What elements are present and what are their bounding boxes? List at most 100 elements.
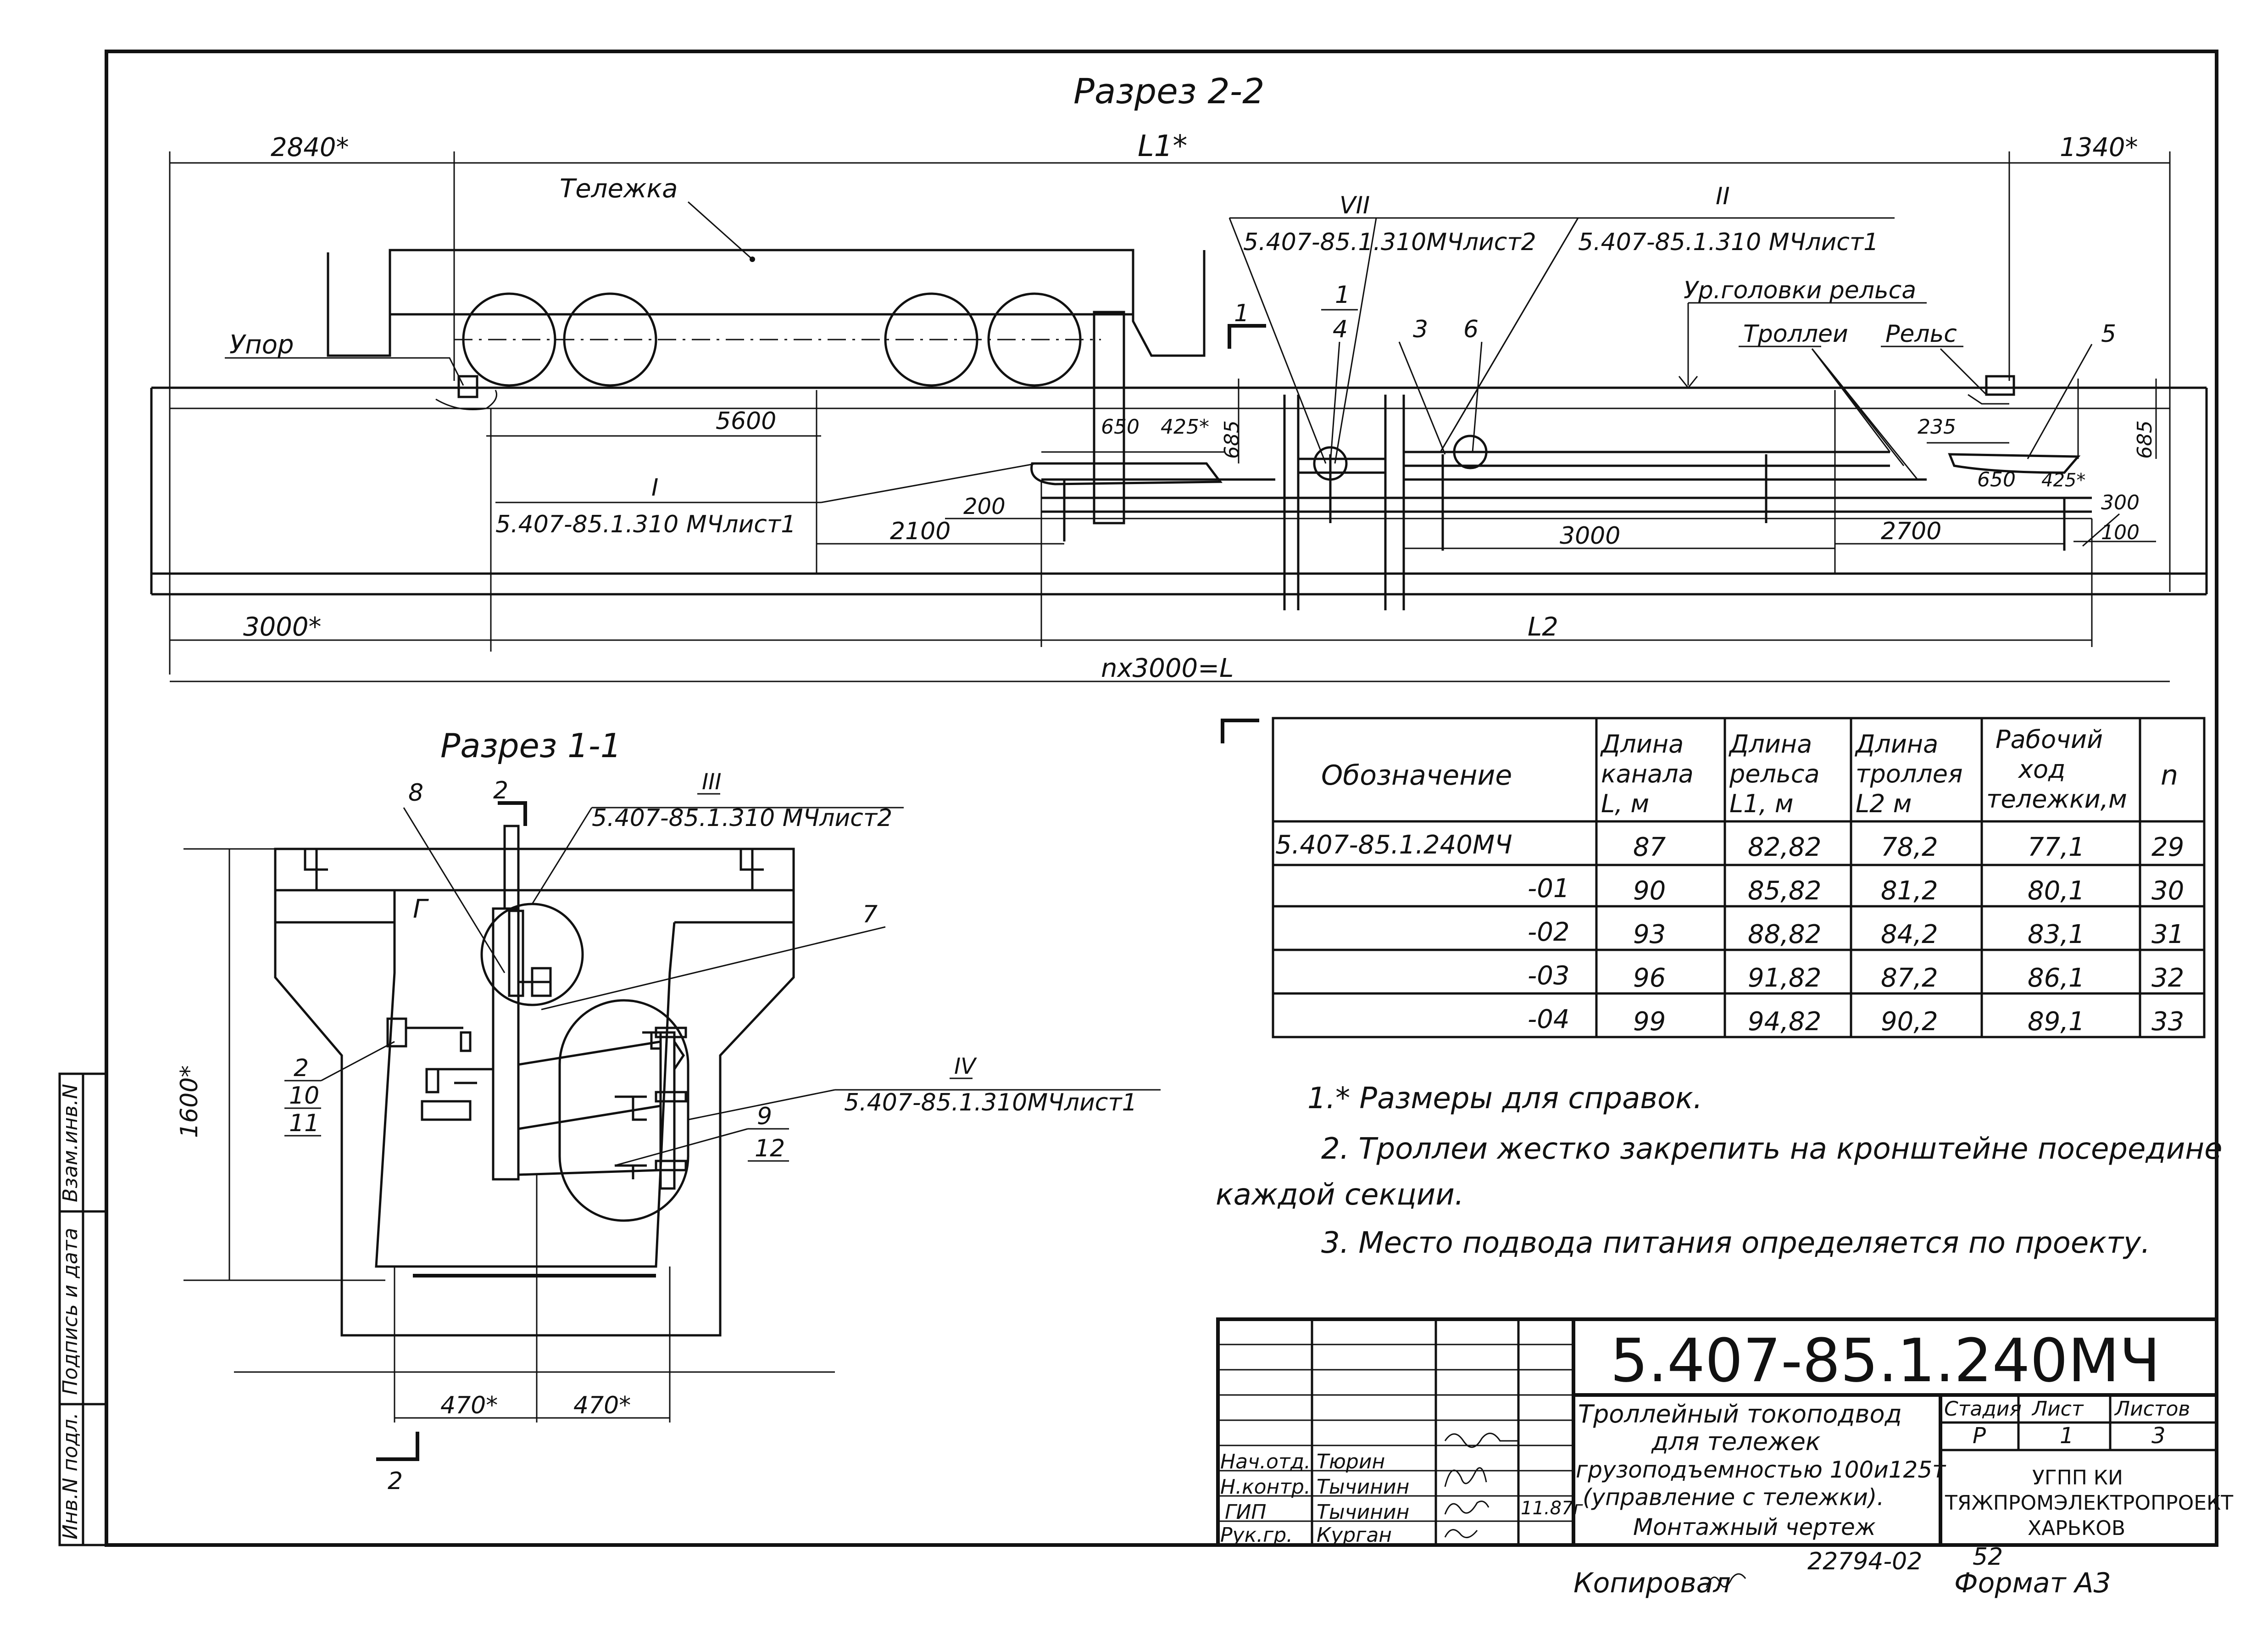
table-row: 5.407-85.1.240МЧ 87 82,82 78,2 77,1 29 [1275,830,2184,862]
stage-value: Р [1973,1423,1986,1449]
cut-mark-1: 1 [1234,300,1249,327]
callout-vii: VII [1340,192,1370,219]
sheet-header: Лист [2031,1397,2084,1421]
dim-3000a: 3000 [1560,522,1620,550]
callout-vii-ref: 5.407-85.1.310МЧлист2 [1243,229,1536,256]
sign-date: 11.87г [1521,1498,1584,1519]
org-line: ТЯЖПРОМЭЛЕКТРОПРОЕКТ [1945,1491,2233,1515]
signer-role: Нач.отд. [1220,1450,1311,1473]
dim-1600: 1600* [176,1066,203,1138]
pos-6: 6 [1463,316,1479,343]
desc-line: Монтажный чертеж [1633,1514,1876,1540]
pos-2: 2 [294,1054,309,1082]
section-1-1-title: Разрез 1-1 [440,726,622,765]
cell: 80,1 [2028,876,2085,906]
dim-2100: 2100 [890,518,951,545]
dim-685b: 685 [2133,420,2157,459]
side-stamp-replace: Взам.инв.N [59,1084,82,1202]
note-2: 2. Троллеи жестко закрепить на кронштейн… [1321,1132,2222,1166]
desc-line: грузоподъемностью 100и125т [1576,1456,1946,1483]
signer-name: Тюрин [1317,1450,1385,1473]
dim-235: 235 [1918,415,1956,439]
notes: 1.* Размеры для справок. 2. Троллеи жест… [1216,1082,2222,1260]
callout-iv-ref: 5.407-85.1.310МЧлист1 [844,1089,1137,1116]
cell: 83,1 [2028,920,2085,949]
label-trolley-wire: Троллеи [1743,320,1848,348]
cell: 90 [1633,876,1666,906]
dim-650b: 650 [1977,468,2016,491]
cell: 85,82 [1748,876,1821,906]
signature [1444,1529,1478,1539]
footer-format: Формат А3 [1954,1567,2111,1599]
section-1-1: Разрез 1-1 Г [176,726,1161,1495]
pos-5: 5 [2101,320,2116,348]
title-block: Нач.отд. Тюрин Н.контр. Тычинин ГИП Тычи… [1216,1317,2233,1547]
pos-8: 8 [408,779,423,807]
signature [1444,1433,1518,1448]
note-1: 1.* Размеры для справок. [1307,1082,1702,1116]
side-stamp-sign: Подпись и дата [59,1228,82,1395]
pos-12: 12 [755,1135,785,1162]
side-stamp: Инв.N подл. Подпись и дата Взам.инв.N [58,1072,108,1546]
dim-650a: 650 [1101,415,1140,439]
org-line: ХАРЬКОВ [2028,1517,2125,1540]
table-row: -03 96 91,82 87,2 86,1 32 [1528,961,2184,993]
callout-iv: IV [954,1054,977,1079]
table-row: -04 99 94,82 90,2 89,1 33 [1528,1004,2184,1037]
cell: 89,1 [2028,1007,2085,1037]
cell: 29 [2151,832,2184,862]
label-stop: Упор [229,330,294,360]
dim-l1: L1* [1138,129,1187,163]
callout-ii: II [1716,183,1730,210]
cell: 87,2 [1881,963,1938,993]
cell: 96 [1633,963,1666,993]
signature [1444,1501,1490,1515]
sheets-value: 3 [2151,1423,2166,1449]
pos-3: 3 [1413,316,1428,343]
cell: 77,1 [2028,832,2085,862]
dim-total: nx3000=L [1101,653,1234,683]
sheets-header: Листов [2114,1397,2190,1421]
cell: 99 [1633,1007,1666,1037]
cell: 88,82 [1748,920,1821,949]
dim-3000b: 3000* [243,612,322,642]
letter-g: Г [413,894,429,924]
label-trolley: Тележка [560,174,678,204]
cell: 84,2 [1881,920,1938,949]
cell: 91,82 [1748,963,1821,993]
doc-code: 5.407-85.1.240МЧ [1610,1326,2160,1395]
dim-425b: 425* [2041,470,2085,491]
dim-1340: 1340* [2060,133,2138,162]
pos-1: 1 [1335,281,1350,309]
dim-425a: 425* [1161,415,1209,439]
cell: 94,82 [1748,1007,1821,1037]
table-row: -01 90 85,82 81,2 80,1 30 [1528,874,2184,906]
label-rail: Рельс [1885,320,1957,348]
note-3: 3. Место подвода питания определяется по… [1321,1226,2150,1260]
stage-header: Стадия [1944,1397,2022,1421]
footer: Копировал 22794-02 52 Формат А3 [1573,1543,2111,1599]
cell: 86,1 [2028,963,2085,993]
cell: -01 [1528,874,1569,904]
table-row: -02 93 88,82 84,2 83,1 31 [1528,917,2184,949]
channel-profile [274,922,795,1337]
cell: 5.407-85.1.240МЧ [1275,830,1512,860]
cell: 82,82 [1748,832,1821,862]
pos-11: 11 [289,1110,319,1137]
trolley-body [327,249,1206,357]
copied-label: Копировал [1573,1567,1731,1599]
pos-4: 4 [1333,316,1348,343]
dim-2700: 2700 [1881,518,1941,545]
signature [1444,1467,1487,1487]
side-stamp-inv: Инв.N подл. [59,1412,82,1540]
dim-470a: 470* [440,1392,498,1419]
dim-685a: 685 [1220,420,1244,459]
pos-9: 9 [757,1103,772,1130]
cell: -03 [1528,961,1569,991]
